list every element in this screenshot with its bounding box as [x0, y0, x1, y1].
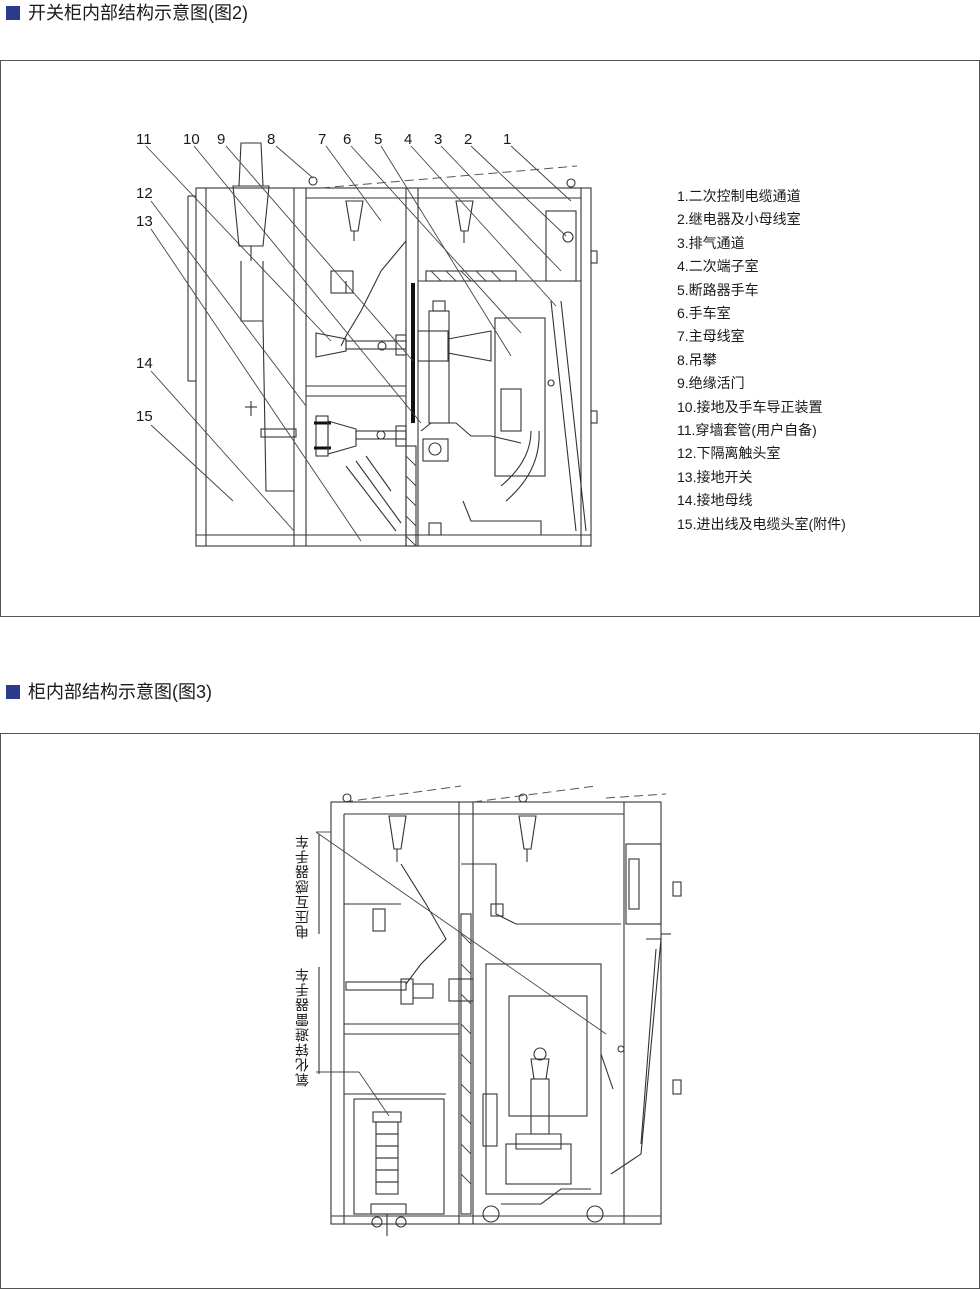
- figure3-heading: 柜内部结构示意图(图3): [6, 681, 212, 703]
- vt-truck: [345, 913, 662, 1223]
- figure3-panel: 电压互感器手车 氧化锌避雷器手车: [0, 733, 980, 1289]
- leader-lines: [145, 145, 572, 542]
- legend-item: 1.二次控制电缆通道: [677, 188, 801, 204]
- callout-11: 11: [136, 131, 152, 148]
- callout-15: 15: [136, 408, 153, 425]
- vt-truck-label: 电压互感器手车: [294, 834, 310, 939]
- circuit-breaker-truck: [420, 300, 587, 536]
- legend-item: 5.断路器手车: [677, 281, 759, 298]
- arrester-truck: [353, 1098, 445, 1236]
- callout-9: 9: [217, 131, 226, 148]
- figure2-heading: 开关柜内部结构示意图(图2): [6, 2, 248, 24]
- legend-item: 13.接地开关: [677, 468, 753, 485]
- square-bullet-icon: [6, 685, 20, 699]
- callout-12: 12: [136, 185, 153, 202]
- arrester-truck-label: 氧化锌避雷器手车: [294, 967, 310, 1087]
- callout-1: 1: [503, 131, 512, 148]
- leader-lines: [315, 831, 607, 1117]
- callout-10: 10: [183, 131, 200, 148]
- callout-13: 13: [136, 213, 153, 230]
- busbar-chamber: [330, 200, 517, 347]
- cabinet-outline: [330, 785, 682, 1225]
- legend-item: 9.绝缘活门: [677, 375, 745, 392]
- figure2-title: 开关柜内部结构示意图(图2): [28, 3, 248, 23]
- legend-item: 4.二次端子室: [677, 258, 759, 275]
- busbar-chamber: [372, 815, 621, 985]
- callout-14: 14: [136, 355, 153, 372]
- wall-bushing: [232, 142, 297, 492]
- callout-7: 7: [318, 131, 327, 148]
- callout-4: 4: [404, 131, 413, 148]
- figure2-panel: 1 2 3 4 5 6 7 8 9 10 11 12 13 14 15 1.二次…: [0, 60, 980, 617]
- callout-3: 3: [434, 131, 443, 148]
- legend-item: 3.排气通道: [677, 234, 745, 251]
- legend-item: 10.接地及手车导正装置: [677, 398, 823, 415]
- lower-contact-assembly: [314, 415, 417, 547]
- figure3-title: 柜内部结构示意图(图3): [28, 682, 212, 702]
- legend-item: 7.主母线室: [677, 328, 745, 345]
- callout-5: 5: [374, 131, 383, 148]
- upper-contact-arm: [315, 283, 492, 423]
- legend-item: 11.穿墙套管(用户自备): [677, 422, 817, 439]
- legend-item: 15.进出线及电缆头室(附件): [677, 515, 846, 532]
- callout-6: 6: [343, 131, 352, 148]
- legend-item: 12.下隔离触头室: [677, 445, 781, 462]
- callout-8: 8: [267, 131, 276, 148]
- legend-item: 14.接地母线: [677, 492, 753, 509]
- figure3-drawing: [315, 785, 682, 1236]
- legend-item: 2.继电器及小母线室: [677, 211, 801, 228]
- callout-2: 2: [464, 131, 473, 148]
- figure2-legend: 1.二次控制电缆通道 2.继电器及小母线室 3.排气通道 4.二次端子室 5.断…: [677, 185, 846, 536]
- legend-item: 6.手车室: [677, 305, 731, 322]
- cabinet-outline: [187, 165, 598, 547]
- legend-item: 8.吊攀: [677, 351, 717, 368]
- figure2-drawing: [145, 142, 598, 547]
- square-bullet-icon: [6, 6, 20, 20]
